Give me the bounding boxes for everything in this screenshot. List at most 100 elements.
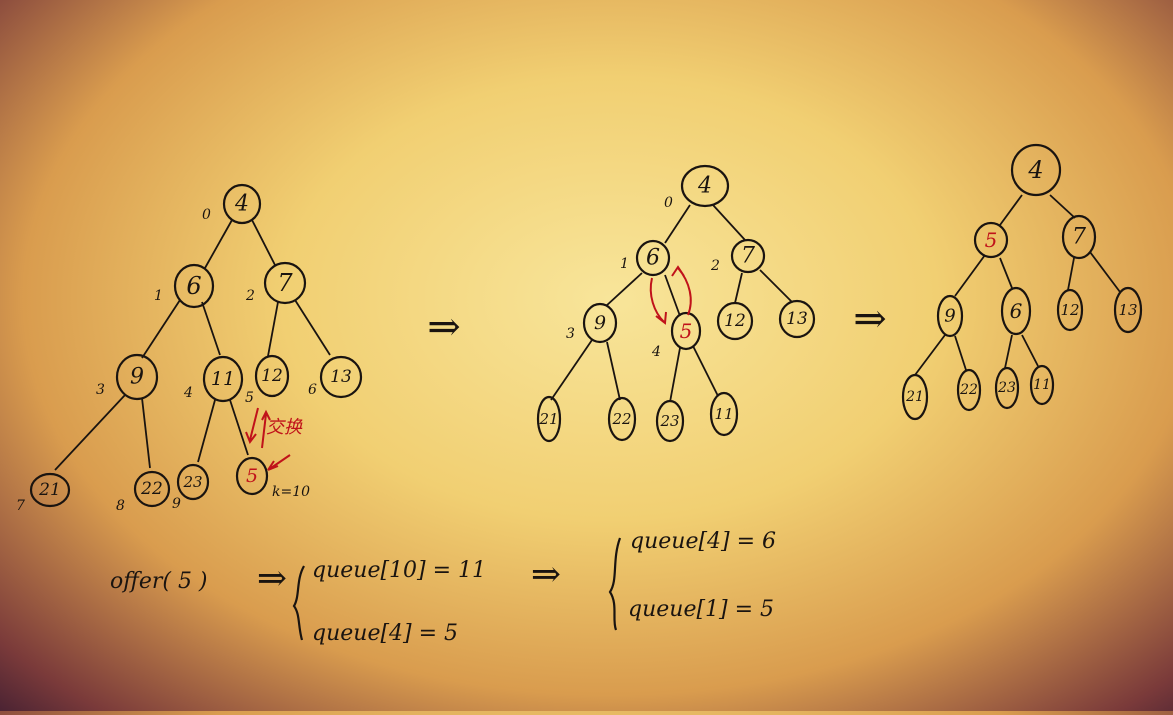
swap-arrows	[245, 407, 271, 449]
tree-node: 4 0	[202, 183, 262, 225]
node-value: 12	[261, 366, 283, 386]
queue-assignment: queue[4] = 5	[312, 621, 458, 646]
node-index: 1	[620, 256, 629, 272]
swap-arrow-up	[671, 265, 692, 316]
node-value: 12	[1060, 301, 1079, 319]
tree-node: 5	[973, 221, 1009, 259]
transition-arrow-icon: ⇒	[257, 558, 287, 599]
node-value: 11	[714, 405, 733, 423]
node-value: 7	[1072, 225, 1086, 250]
node-value: 23	[997, 380, 1016, 396]
node-index: 8	[116, 498, 125, 514]
transition-arrow-icon: ⇒	[427, 304, 461, 350]
tree-node: 9 3	[96, 353, 159, 401]
node-value: 9	[130, 365, 144, 390]
tree-node: 7 2	[245, 261, 307, 305]
node-value: 13	[330, 367, 352, 387]
node-value: 23	[659, 412, 679, 430]
tree-node: 7	[1061, 214, 1097, 260]
swap-label: 交换	[266, 417, 303, 438]
notes: offer( 5 ) ⇒ queue[10] = 11 queue[4] = 5…	[110, 529, 776, 646]
node-value: 4	[697, 174, 712, 199]
node-index: 5	[245, 390, 254, 406]
node-value: 21	[905, 389, 924, 405]
node-value: 22	[959, 382, 978, 398]
node-value: 23	[182, 473, 202, 491]
node-value: 22	[140, 479, 163, 499]
tree-3: 4 5 7 9 6 12 13 21	[901, 143, 1143, 421]
tree-node: 6	[1000, 286, 1032, 336]
tree-node: 12	[716, 301, 754, 341]
node-index: 6	[308, 382, 317, 398]
edge	[999, 194, 1023, 226]
node-index: 4	[183, 385, 193, 401]
tree-node-inserted: 5	[235, 456, 269, 496]
tree-node: 7 2	[710, 238, 766, 274]
node-index: 7	[16, 498, 25, 514]
node-value: 9	[944, 306, 955, 327]
node-value: 5	[246, 465, 258, 487]
edge	[54, 394, 126, 471]
edge	[914, 334, 946, 376]
node-value: 6	[646, 246, 660, 271]
tree-1: 4 0 6 1 7 2 9 3 11 4 12 5	[16, 183, 363, 514]
tree-node: 4	[1010, 143, 1062, 197]
node-index: 3	[566, 326, 575, 342]
tree-node: 6 1	[154, 263, 215, 309]
node-value: 4	[234, 192, 249, 217]
node-value: 13	[1118, 301, 1137, 319]
node-value: 9	[594, 312, 606, 334]
node-value: 7	[277, 269, 293, 297]
node-value: 11	[211, 368, 235, 390]
edge	[954, 335, 967, 371]
edge	[141, 397, 151, 469]
edge	[664, 204, 691, 244]
edge	[550, 339, 593, 401]
edge	[251, 219, 276, 266]
tree-node: 11	[1029, 364, 1055, 406]
node-value: 21	[538, 410, 558, 428]
edge	[1049, 194, 1076, 219]
node-value: 12	[724, 311, 746, 331]
tree-node: 22	[956, 368, 982, 412]
brace-left	[292, 565, 305, 641]
node-index: 1	[154, 288, 163, 304]
tree-node: 12 5	[245, 354, 290, 406]
edge	[759, 269, 793, 303]
node-value: 11	[1033, 377, 1051, 393]
edge	[605, 272, 643, 307]
node-index: 0	[202, 207, 211, 223]
queue-assignment: queue[4] = 6	[630, 529, 776, 554]
node-value: 21	[38, 480, 61, 500]
node-index: 4	[651, 344, 661, 360]
swap-arrow-down	[649, 277, 667, 325]
edge	[712, 204, 746, 241]
node-value: 7	[741, 244, 755, 269]
tree-node: 23	[994, 366, 1020, 410]
node-value: 13	[786, 309, 808, 329]
node-value: 5	[680, 319, 693, 343]
edge	[1004, 334, 1013, 369]
tree-node: 21	[901, 373, 929, 421]
edge	[692, 345, 719, 397]
node-index: 2	[245, 288, 255, 304]
tree-node: 11	[709, 391, 739, 437]
transition-arrow-icon: ⇒	[531, 554, 561, 595]
edge	[141, 299, 181, 359]
edge	[1089, 251, 1121, 293]
tree-node: 9 3	[566, 302, 618, 344]
edge	[606, 341, 621, 401]
edge	[1067, 257, 1075, 291]
tree-node: 22 8	[116, 470, 171, 514]
node-value: 5	[985, 228, 998, 252]
edge	[669, 347, 681, 403]
edge	[1021, 334, 1039, 367]
node-value: 6	[186, 272, 201, 300]
edge	[734, 272, 743, 304]
tree-2: 4 0 6 1 7 2 9 3 5 4 12 13	[536, 164, 816, 443]
edge	[204, 219, 233, 269]
edge	[267, 301, 279, 357]
edge	[664, 274, 681, 317]
